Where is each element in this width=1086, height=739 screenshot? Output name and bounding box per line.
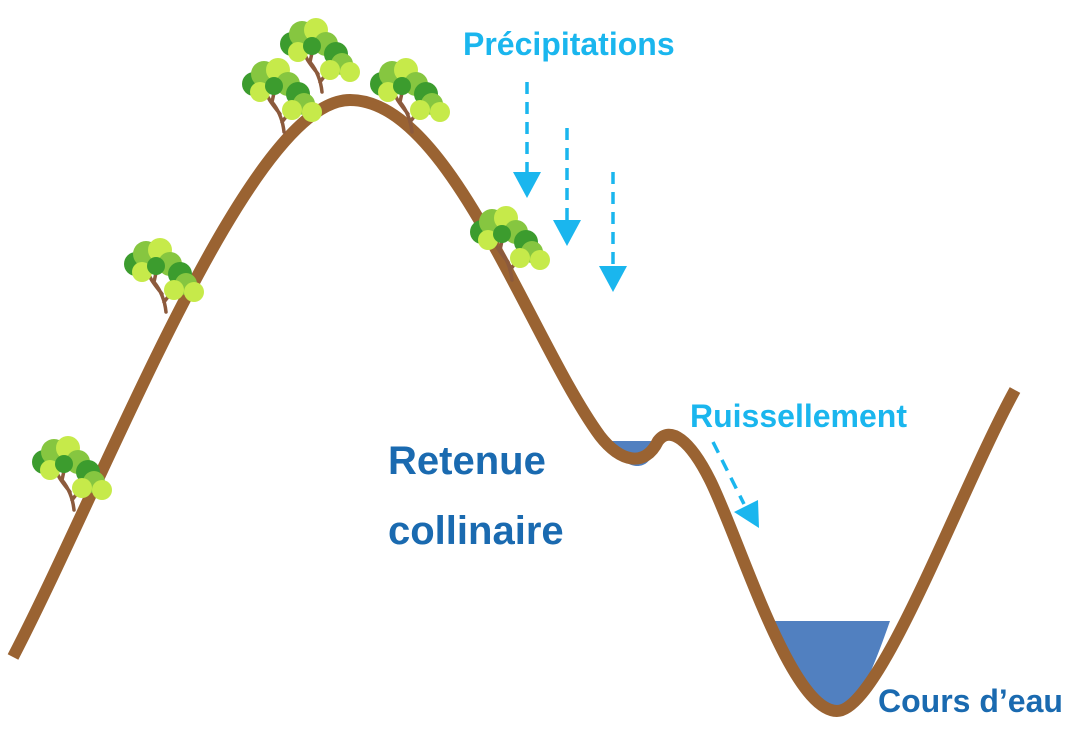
tree-icon bbox=[122, 236, 206, 314]
terrain-profile bbox=[7, 94, 1021, 717]
label-retenue-collinaire: Retenue collinaire bbox=[388, 426, 564, 566]
arrow-down-icon bbox=[513, 82, 541, 198]
arrow-down-icon bbox=[711, 441, 759, 528]
tree-icon bbox=[368, 56, 452, 134]
tree-icon bbox=[240, 56, 324, 134]
tree-icon bbox=[468, 204, 552, 282]
label-precipitations: Précipitations bbox=[463, 26, 675, 62]
arrow-down-icon bbox=[599, 172, 627, 292]
arrow-down-icon bbox=[553, 128, 581, 246]
label-retenue-line1: Retenue bbox=[388, 439, 546, 483]
tree-icon bbox=[30, 434, 114, 512]
label-ruissellement: Ruissellement bbox=[690, 398, 907, 434]
label-retenue-line2: collinaire bbox=[388, 509, 564, 553]
label-cours-d-eau: Cours d’eau bbox=[878, 683, 1063, 719]
